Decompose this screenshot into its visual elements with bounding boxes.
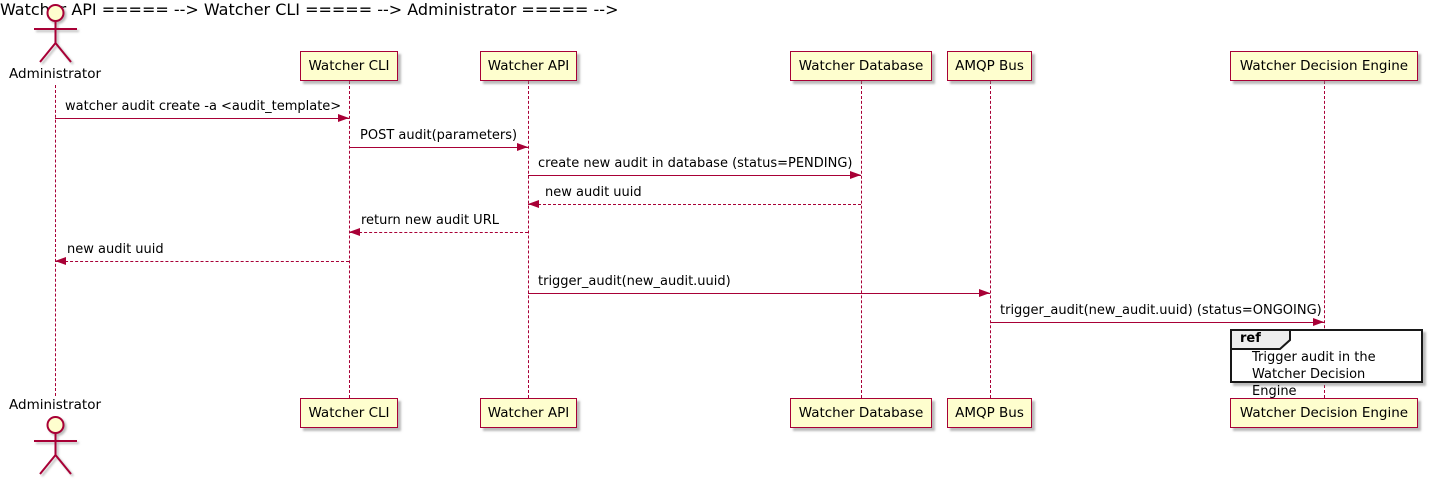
participant-label: Watcher API bbox=[487, 405, 570, 421]
participant-label: Watcher Decision Engine bbox=[1239, 58, 1409, 74]
message-8-label: trigger_audit(new_audit.uuid) (status=ON… bbox=[1000, 303, 1322, 318]
message-2-line bbox=[349, 147, 528, 148]
administrator-label-bottom: Administrator bbox=[9, 397, 102, 413]
message-5-label: return new audit URL bbox=[361, 213, 499, 228]
participant-label: Watcher Database bbox=[798, 405, 924, 421]
message-8-line bbox=[990, 322, 1324, 323]
message-5-line bbox=[349, 232, 528, 233]
message-4-line bbox=[528, 204, 861, 205]
ref-tab-label: ref bbox=[1240, 331, 1261, 346]
participant-label: Watcher CLI bbox=[308, 405, 390, 421]
lifeline-watcher-database bbox=[861, 81, 862, 398]
message-2-label: POST audit(parameters) bbox=[360, 128, 518, 143]
participant-label: AMQP Bus bbox=[955, 58, 1024, 74]
participant-label: Watcher Decision Engine bbox=[1239, 405, 1409, 421]
message-1-arrowhead bbox=[338, 114, 349, 122]
message-7-line bbox=[528, 293, 990, 294]
lifeline-administrator bbox=[55, 85, 56, 396]
message-1-label: watcher audit create -a <audit_template> bbox=[65, 99, 342, 114]
ref-fragment: ref Trigger audit in the Watcher Decisio… bbox=[1230, 329, 1423, 399]
message-4-arrowhead bbox=[528, 200, 539, 208]
message-8-arrowhead bbox=[1313, 318, 1324, 326]
participant-watcher-database-bottom: Watcher Database bbox=[790, 398, 932, 428]
message-4-label: new audit uuid bbox=[545, 185, 642, 200]
participant-label: Watcher CLI bbox=[308, 58, 390, 74]
message-3-line bbox=[528, 175, 861, 176]
message-6-line bbox=[55, 261, 349, 262]
message-6-arrowhead bbox=[55, 257, 66, 265]
message-1-line bbox=[55, 118, 349, 119]
lifeline-watcher-cli bbox=[349, 81, 350, 398]
participant-watcher-api-bottom: Watcher API bbox=[480, 398, 577, 428]
participant-watcher-decision-engine-top: Watcher Decision Engine bbox=[1230, 51, 1418, 81]
participant-watcher-cli-bottom: Watcher CLI bbox=[300, 398, 398, 428]
message-3-arrowhead bbox=[850, 171, 861, 179]
lifeline-watcher-api bbox=[528, 81, 529, 398]
ref-text: Trigger audit in the Watcher Decision En… bbox=[1252, 350, 1376, 399]
message-5-arrowhead bbox=[349, 228, 360, 236]
participant-watcher-cli-top: Watcher CLI bbox=[300, 51, 398, 81]
message-3-label: create new audit in database (status=PEN… bbox=[538, 156, 853, 171]
lifeline-watcher-decision-engine bbox=[1324, 81, 1325, 398]
message-6-label: new audit uuid bbox=[67, 242, 164, 257]
administrator-label-top: Administrator bbox=[9, 66, 102, 82]
administrator-actor-icon-top bbox=[34, 4, 77, 63]
participant-label: Watcher Database bbox=[798, 58, 924, 74]
participant-amqp-bus-bottom: AMQP Bus bbox=[947, 398, 1032, 428]
participant-label: Watcher API bbox=[487, 58, 570, 74]
message-7-label: trigger_audit(new_audit.uuid) bbox=[538, 274, 731, 289]
participant-watcher-decision-engine-bottom: Watcher Decision Engine bbox=[1230, 398, 1418, 428]
participant-watcher-database-top: Watcher Database bbox=[790, 51, 932, 81]
ref-tab-shape bbox=[1230, 329, 1291, 350]
participant-watcher-api-top: Watcher API bbox=[480, 51, 577, 81]
message-7-arrowhead bbox=[979, 289, 990, 297]
administrator-actor-icon-bottom bbox=[34, 416, 77, 475]
lifeline-amqp-bus bbox=[990, 81, 991, 398]
message-2-arrowhead bbox=[517, 143, 528, 151]
participant-amqp-bus-top: AMQP Bus bbox=[947, 51, 1032, 81]
participant-label: AMQP Bus bbox=[955, 405, 1024, 421]
